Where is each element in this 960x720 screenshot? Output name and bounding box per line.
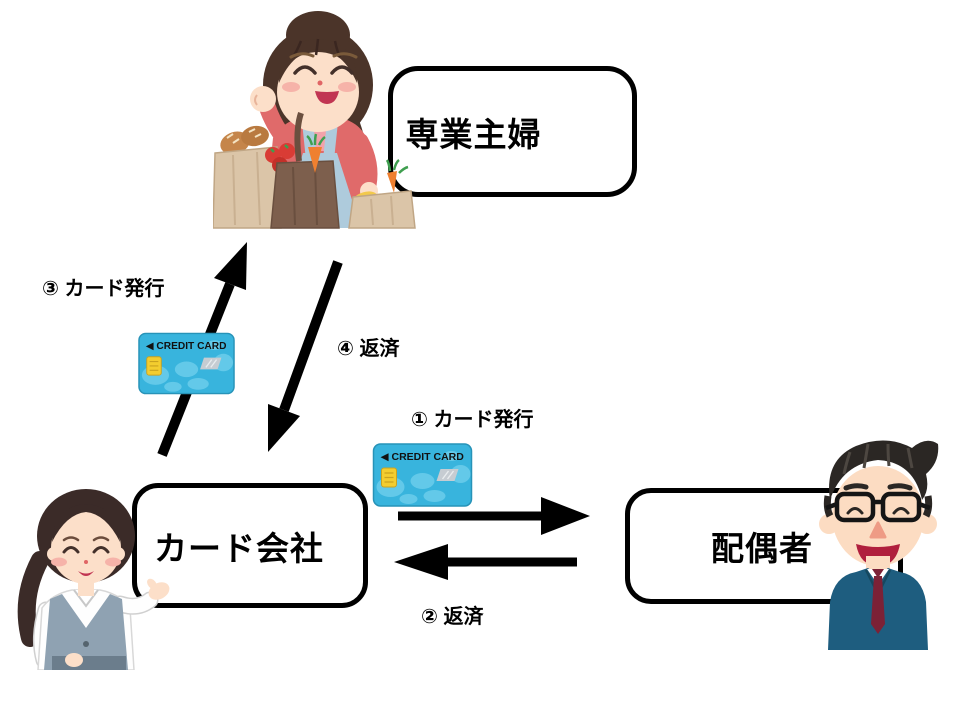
arrow-label-card-issue-1: ① カード発行: [411, 409, 534, 431]
node-card-company-label: カード会社: [154, 529, 324, 567]
node-housewife: 専業主婦: [388, 66, 637, 197]
office-woman-illustration: [17, 489, 170, 670]
arrow-down-icon: [268, 260, 343, 452]
credit-card-icon: ◀ CREDIT CARD: [372, 443, 473, 507]
housewife-illustration: [213, 11, 416, 229]
arrow-label-repayment-2: ② 返済: [421, 606, 484, 628]
credit-card-text: ◀ CREDIT CARD: [381, 451, 465, 463]
node-spouse-label: 配偶者: [711, 530, 813, 567]
arrow-label-repayment-4: ④ 返済: [337, 338, 400, 360]
businessman-illustration: [819, 440, 939, 650]
node-card-company: カード会社: [132, 483, 368, 608]
credit-card-icon: ◀ CREDIT CARD: [138, 332, 235, 395]
credit-card-text: ◀ CREDIT CARD: [146, 341, 227, 352]
arrow-label-card-issue-3: ③ カード発行: [42, 278, 165, 300]
arrow-left-icon: [394, 544, 577, 580]
node-housewife-label: 専業主婦: [405, 115, 542, 153]
